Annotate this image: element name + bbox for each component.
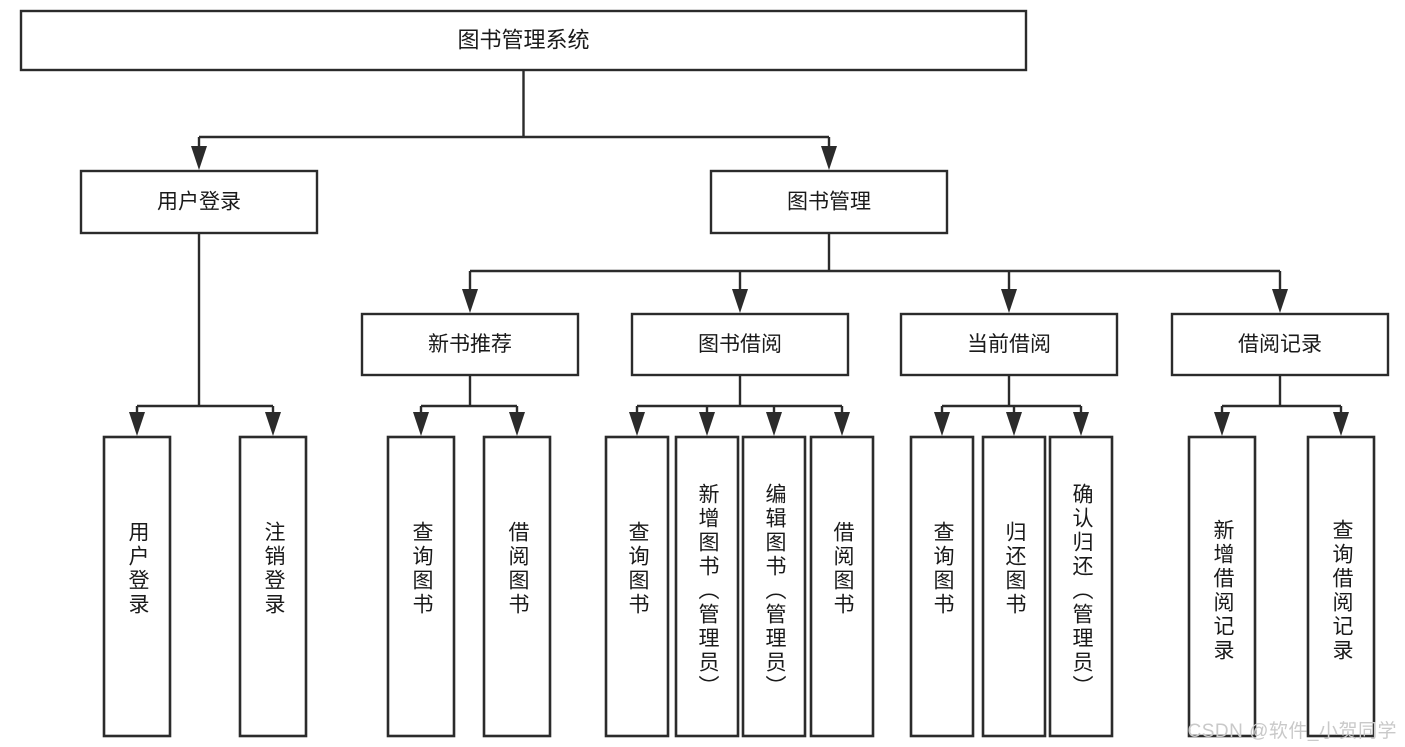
node-leaf-borrow-book-2 [809,435,875,738]
node-leaf-query-book-1 [386,435,456,738]
node-label-root: 图书管理系统 [457,27,589,52]
connector-layer [129,70,1349,436]
node-leaf-borrow-book-1 [482,435,552,738]
node-leaf-query-record [1306,435,1376,738]
node-label-borrow-record: 借阅记录 [1238,333,1322,356]
node-leaf-query-book-2 [604,435,670,738]
watermark-text: CSDN @软件_小贺同学 [1187,721,1397,742]
node-book-manage [709,169,949,235]
node-leaf-confirm-return [1048,435,1114,738]
node-root [19,9,1028,72]
node-label-new-book-recommend: 新书推荐 [428,333,512,356]
node-leaf-logout [238,435,308,738]
node-leaf-return-book [981,435,1047,738]
node-label-user-login: 用户登录 [157,191,241,214]
node-leaf-add-record [1187,435,1257,738]
node-borrow-record [1170,312,1390,377]
node-leaf-query-book-3 [909,435,975,738]
node-label-book-manage: 图书管理 [787,191,871,214]
node-leaf-add-book [674,435,740,738]
node-new-book-recommend [360,312,580,377]
node-label-current-borrow: 当前借阅 [967,333,1051,356]
node-label-book-borrow: 图书借阅 [698,333,782,356]
node-user-login [79,169,319,235]
node-current-borrow [899,312,1119,377]
node-leaf-edit-book [741,435,807,738]
node-leaf-user-login [102,435,172,738]
node-book-borrow [630,312,850,377]
node-box-layer [19,9,1390,738]
